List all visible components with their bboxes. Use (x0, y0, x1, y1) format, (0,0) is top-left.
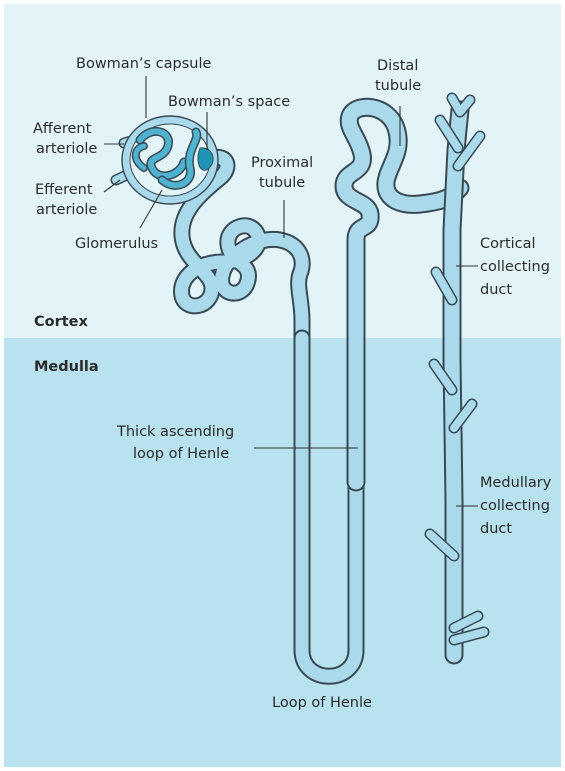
label-thick-1: Thick ascending (116, 424, 234, 440)
label-distal-2: tubule (375, 78, 421, 94)
label-bowmans-capsule: Bowman’s capsule (76, 56, 211, 72)
label-proximal-1: Proximal (251, 155, 313, 171)
label-efferent-2: arteriole (36, 202, 97, 218)
label-efferent-1: Efferent (35, 182, 93, 198)
label-medullary-1: Medullary (480, 475, 552, 491)
label-thick-2: loop of Henle (133, 446, 229, 462)
label-cortical-2: collecting (480, 259, 550, 275)
label-glomerulus: Glomerulus (75, 236, 158, 252)
label-medullary-2: collecting (480, 498, 550, 514)
label-proximal-2: tubule (259, 175, 305, 191)
label-medulla: Medulla (34, 359, 99, 375)
label-afferent-1: Afferent (33, 121, 92, 137)
cortex-region (4, 4, 561, 338)
label-distal-1: Distal (377, 58, 418, 74)
renal-corpuscle (122, 116, 218, 204)
label-bowmans-space: Bowman’s space (168, 94, 290, 110)
label-loop-of-henle: Loop of Henle (272, 695, 372, 711)
label-cortex: Cortex (34, 314, 89, 330)
label-afferent-2: arteriole (36, 141, 97, 157)
label-cortical-3: duct (480, 282, 512, 298)
label-medullary-3: duct (480, 521, 512, 537)
label-cortical-1: Cortical (480, 236, 536, 252)
